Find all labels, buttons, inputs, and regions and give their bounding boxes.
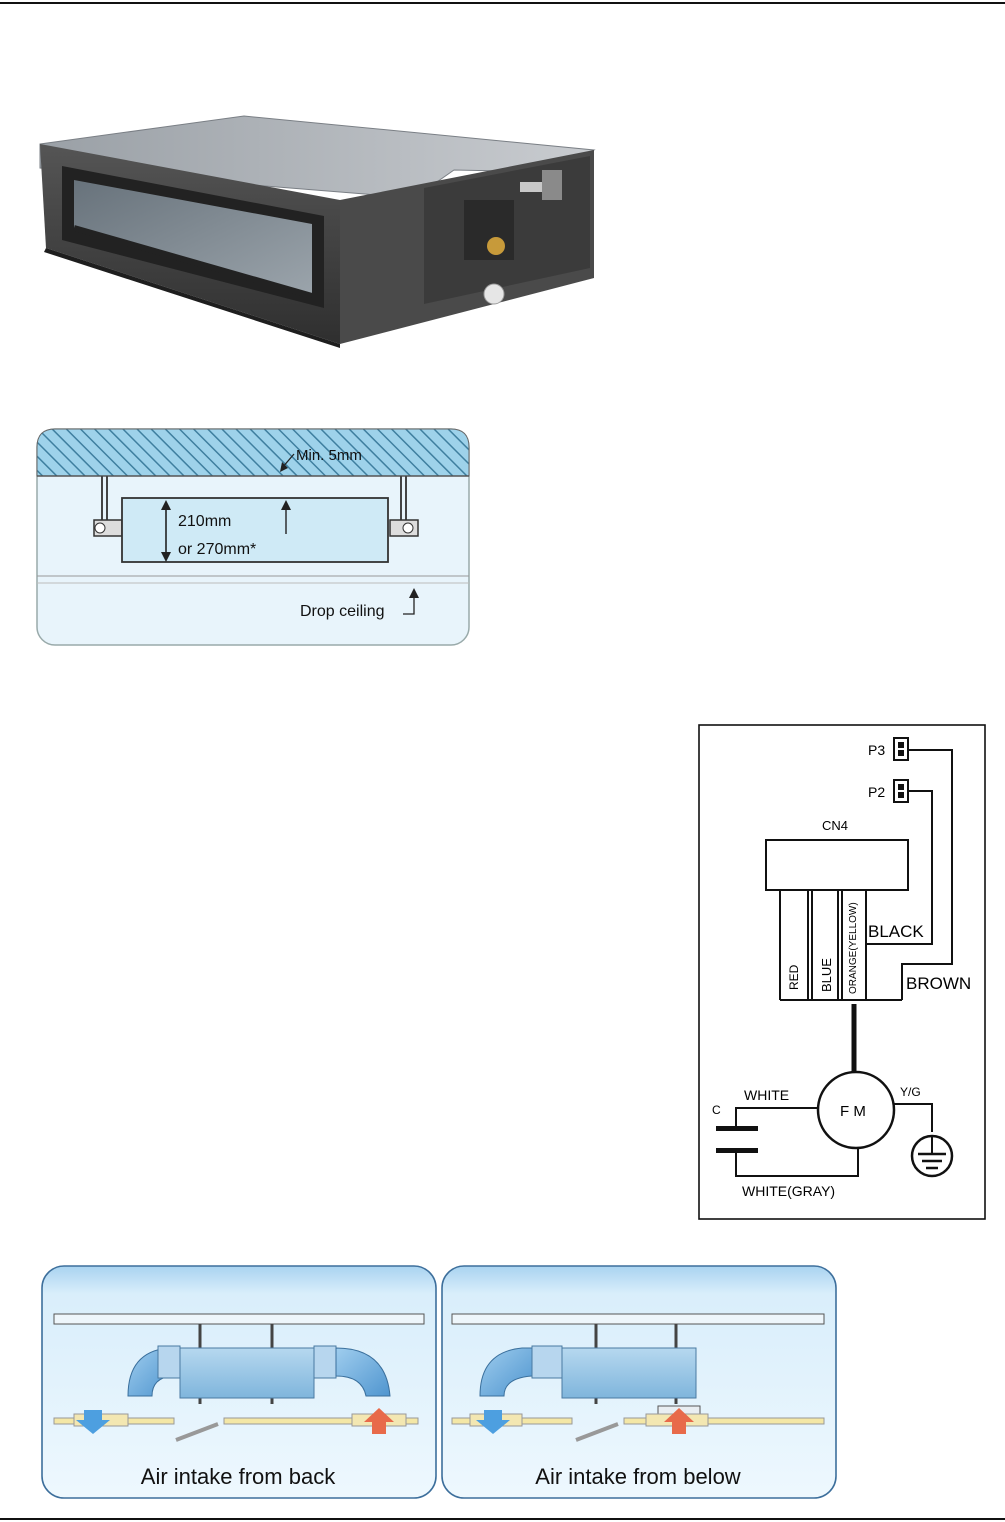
fan-motor-label: F M [840, 1103, 866, 1120]
height-label-210: 210mm [178, 513, 231, 530]
top-rule [0, 2, 1005, 4]
wire-brown: BROWN [906, 974, 971, 993]
wire-yg: Y/G [900, 1085, 921, 1099]
ducted-unit-photo [39, 115, 596, 348]
bottom-rule [0, 1518, 1005, 1520]
wire-white-gray: WHITE(GRAY) [742, 1183, 835, 1199]
drop-ceiling-label: Drop ceiling [300, 603, 384, 620]
panel-air-intake-back: Air intake from back [41, 1265, 437, 1499]
cn4-label: CN4 [822, 818, 848, 833]
installation-clearance-diagram: Min. 5mm 210mm or 270mm* Drop ceiling [36, 428, 470, 646]
fan-motor-wiring-diagram: P3 P2 CN4 RED BLUE ORANGE(YELLOW) BLACK … [698, 724, 986, 1220]
wire-red: RED [787, 964, 801, 990]
air-intake-diagrams: Air intake from back Air intake from bel… [41, 1265, 837, 1499]
p2-label: P2 [868, 784, 885, 800]
wire-white: WHITE [744, 1087, 789, 1103]
caption-air-intake-back: Air intake from back [141, 1464, 336, 1489]
wire-orange: ORANGE(YELLOW) [848, 902, 859, 994]
panel-air-intake-below: Air intake from below [441, 1265, 837, 1499]
p3-label: P3 [868, 742, 885, 758]
capacitor-label: C [712, 1103, 721, 1117]
wire-blue: BLUE [819, 958, 834, 992]
caption-air-intake-below: Air intake from below [535, 1464, 741, 1489]
wire-black: BLACK [868, 922, 924, 941]
min-gap-label: Min. 5mm [296, 447, 362, 464]
height-label-270: or 270mm* [178, 541, 256, 558]
